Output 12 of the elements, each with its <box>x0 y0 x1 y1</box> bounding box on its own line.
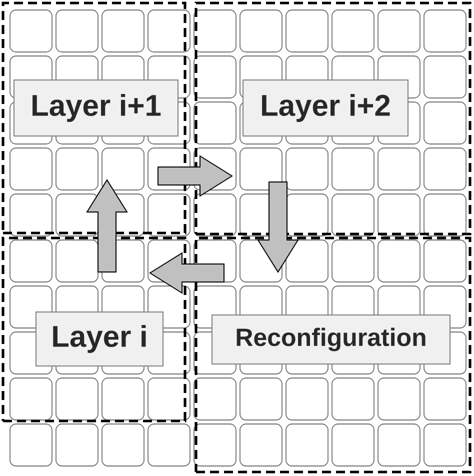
label-box: Reconfiguration <box>212 314 450 364</box>
label-box: Layer i+1 <box>14 80 178 136</box>
block-arrow <box>257 182 299 273</box>
dashed-region <box>194 236 472 474</box>
dashed-region <box>194 2 472 236</box>
label-box: Layer i+2 <box>242 80 408 136</box>
block-arrow <box>158 155 233 197</box>
block-arrow <box>86 179 128 272</box>
dashed-region <box>2 2 186 234</box>
block-arrow <box>149 252 224 294</box>
label-box: Layer i <box>36 312 164 366</box>
dashed-region <box>2 236 186 422</box>
